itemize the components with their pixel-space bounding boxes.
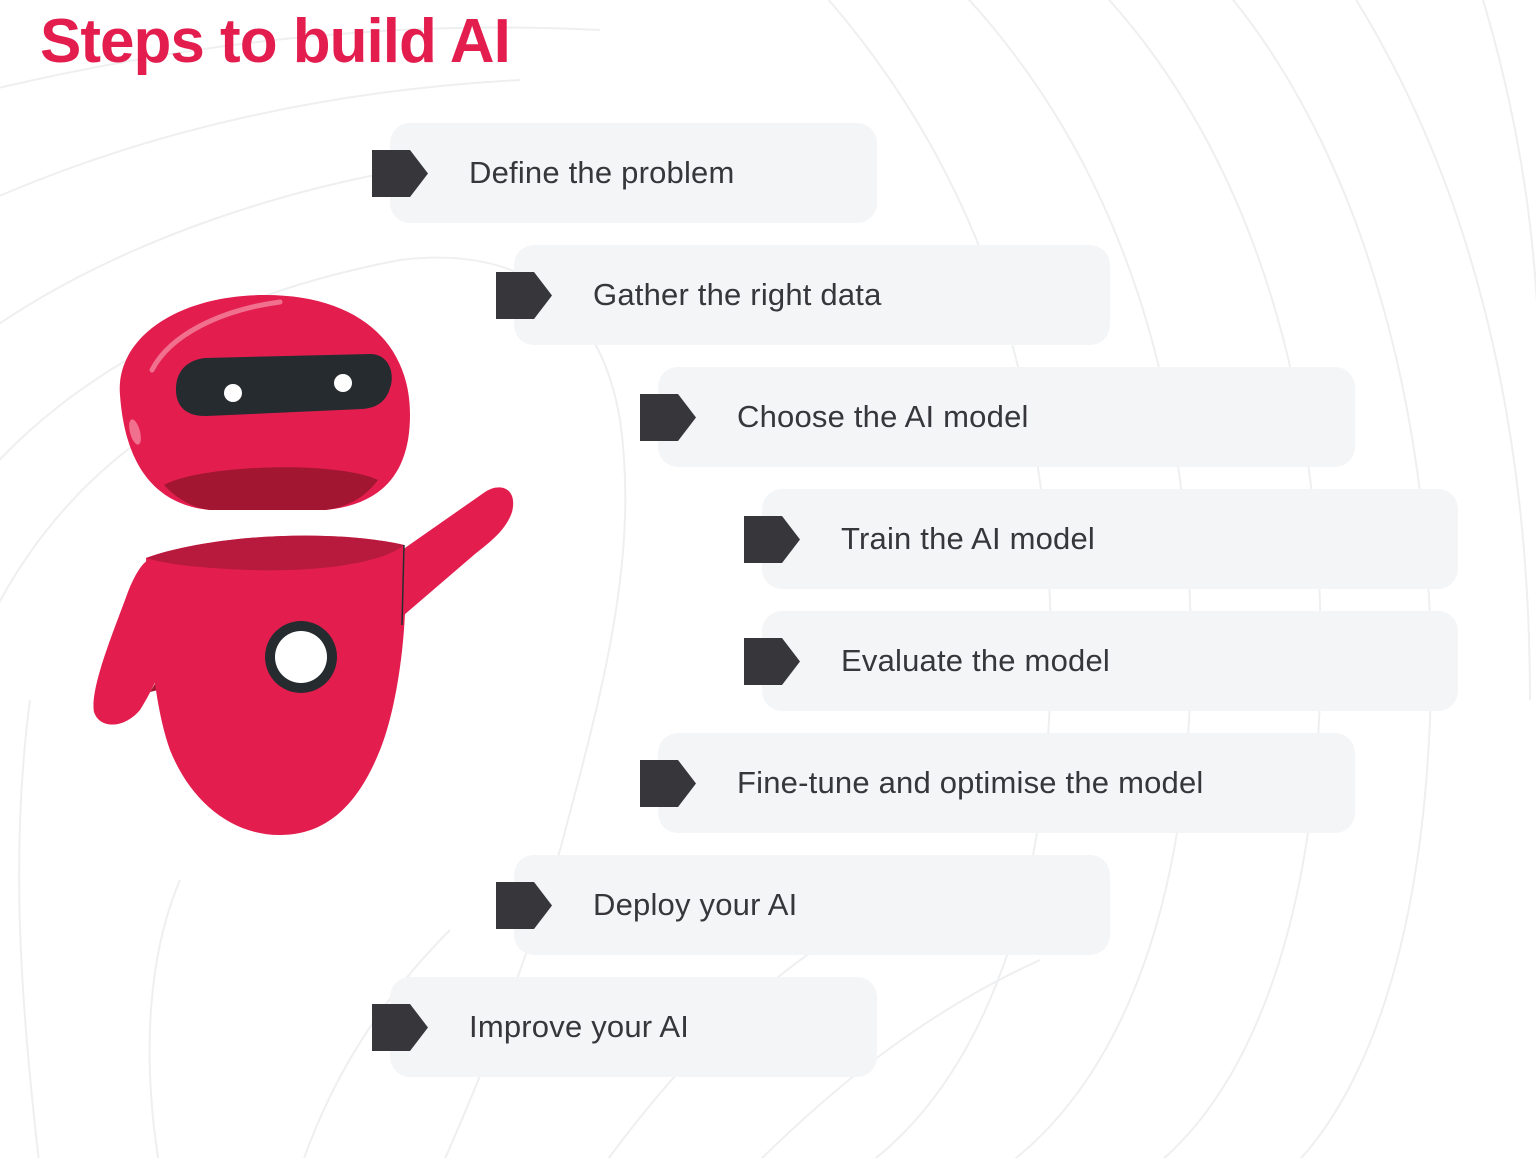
arrow-marker-icon [640, 760, 696, 807]
step-label: Choose the AI model [737, 399, 1029, 434]
step-1: Define the problem [372, 123, 877, 223]
arrow-marker-icon [640, 394, 696, 441]
arrow-marker-icon [496, 272, 552, 319]
step-label: Improve your AI [469, 1009, 690, 1044]
arrow-marker-icon [372, 1004, 428, 1051]
arrow-marker-icon [372, 150, 428, 197]
step-2: Gather the right data [496, 245, 1110, 345]
robot-eye-left [224, 384, 242, 402]
step-label: Deploy your AI [593, 887, 798, 922]
page-title: Steps to build AI [40, 7, 511, 76]
robot-visor [175, 354, 392, 417]
step-label: Evaluate the model [841, 643, 1110, 678]
step-label: Train the AI model [841, 521, 1096, 556]
step-label: Define the problem [469, 155, 735, 190]
arrow-marker-icon [744, 638, 800, 685]
arrow-marker-icon [496, 882, 552, 929]
step-label: Fine-tune and optimise the model [737, 765, 1204, 800]
step-3: Choose the AI model [640, 367, 1355, 467]
step-8: Improve your AI [372, 977, 877, 1077]
robot-body [146, 535, 406, 835]
step-4: Train the AI model [744, 489, 1458, 589]
step-6: Fine-tune and optimise the model [640, 733, 1355, 833]
robot-illustration [93, 295, 514, 835]
robot-eye-right [334, 374, 352, 392]
step-5: Evaluate the model [744, 611, 1458, 711]
robot-arm-right [402, 487, 514, 615]
step-label: Gather the right data [593, 277, 882, 312]
arrow-marker-icon [744, 516, 800, 563]
step-7: Deploy your AI [496, 855, 1110, 955]
